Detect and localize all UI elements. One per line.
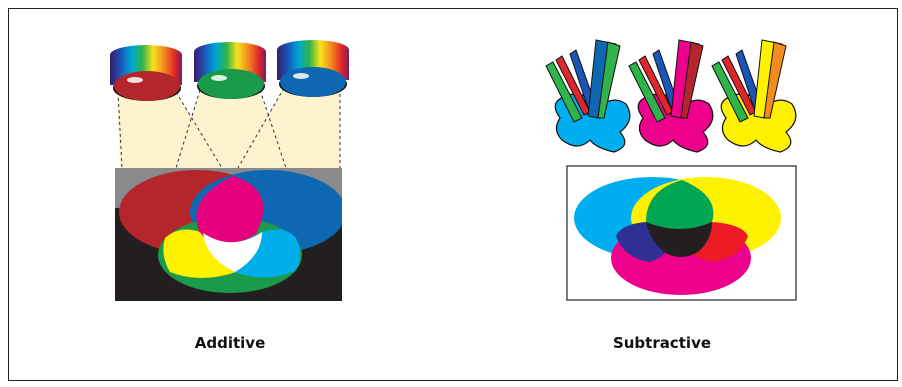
additive-overlap-circles: [119, 170, 342, 293]
ink-splat-magenta: [628, 39, 714, 153]
spotlight-red: [110, 45, 182, 101]
additive-diagram: [110, 40, 349, 301]
subtractive-overlap-circles: [574, 177, 781, 295]
ink-splat-cyan: [545, 39, 631, 153]
additive-caption: Additive: [194, 334, 266, 352]
subtractive-caption: Subtractive: [612, 334, 712, 352]
spotlight-green: [194, 42, 266, 99]
light-beam-blue: [238, 88, 340, 168]
ink-splat-yellow: [711, 39, 797, 153]
beam-outlines: [117, 87, 341, 169]
spotlight-blue: [277, 40, 349, 97]
subtractive-diagram: [545, 39, 797, 301]
